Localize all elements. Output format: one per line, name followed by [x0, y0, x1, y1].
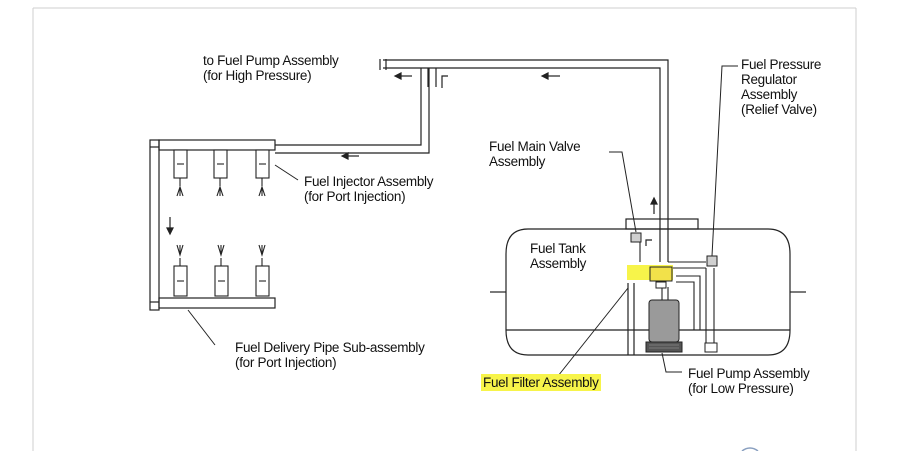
fuel-filter	[649, 266, 673, 282]
injector-3-bottom	[255, 244, 270, 297]
tank-internal-lines	[639, 238, 715, 345]
fuel-main-valve	[630, 232, 642, 243]
injector-2-top	[213, 149, 228, 197]
scroll-hint-arc	[741, 447, 759, 452]
label-line: (for Port Injection)	[235, 355, 337, 370]
injector-2-bottom	[214, 244, 229, 297]
label-line: Fuel Pump Assembly	[688, 366, 810, 381]
fuel-injectors	[173, 149, 270, 297]
injector-1-bottom	[173, 244, 188, 297]
label-fuel-main-valve: Fuel Main Valve Assembly	[489, 139, 581, 169]
label-line: Regulator	[741, 72, 797, 87]
label-line: Fuel Main Valve	[489, 139, 581, 154]
label-fuel-injector: Fuel Injector Assembly (for Port Injecti…	[304, 174, 434, 204]
label-fuel-pump-low: Fuel Pump Assembly (for Low Pressure)	[688, 366, 810, 396]
label-line: Fuel Tank	[530, 241, 586, 256]
fuel-pump-low	[645, 281, 683, 353]
fuel-pressure-regulator	[706, 255, 718, 267]
tank-bottom-fitting	[704, 342, 718, 353]
high-pressure-lines	[275, 59, 669, 262]
fuel-tank	[490, 218, 806, 356]
fuel-delivery-pipe	[149, 139, 276, 311]
label-line: Fuel Injector Assembly	[304, 174, 434, 189]
label-to-fuel-pump-high: to Fuel Pump Assembly (for High Pressure…	[203, 53, 339, 83]
label-line: Assembly	[489, 154, 546, 169]
label-line: Fuel Filter Assembly	[481, 374, 601, 391]
flow-arrows	[166, 72, 658, 246]
label-line: (for Port Injection)	[304, 189, 406, 204]
label-line: Assembly	[530, 256, 587, 271]
label-line: (for Low Pressure)	[688, 381, 794, 396]
leader-lines	[187, 65, 738, 377]
label-line: Fuel Pressure	[741, 57, 822, 72]
label-line: to Fuel Pump Assembly	[203, 53, 339, 68]
label-line: (for High Pressure)	[203, 68, 312, 83]
label-line: Assembly	[741, 87, 798, 102]
frame-border	[32, 7, 857, 451]
label-fuel-delivery-pipe: Fuel Delivery Pipe Sub-assembly (for Por…	[235, 340, 425, 370]
label-fuel-pressure-regulator: Fuel Pressure Regulator Assembly (Relief…	[741, 57, 821, 117]
injector-3-top	[255, 149, 270, 197]
label-fuel-filter: Fuel Filter Assembly	[481, 374, 601, 391]
label-line: Fuel Delivery Pipe Sub-assembly	[235, 340, 425, 355]
label-line: (Relief Valve)	[741, 102, 817, 117]
injector-1-top	[173, 149, 188, 197]
label-fuel-tank: Fuel Tank Assembly	[530, 241, 586, 271]
